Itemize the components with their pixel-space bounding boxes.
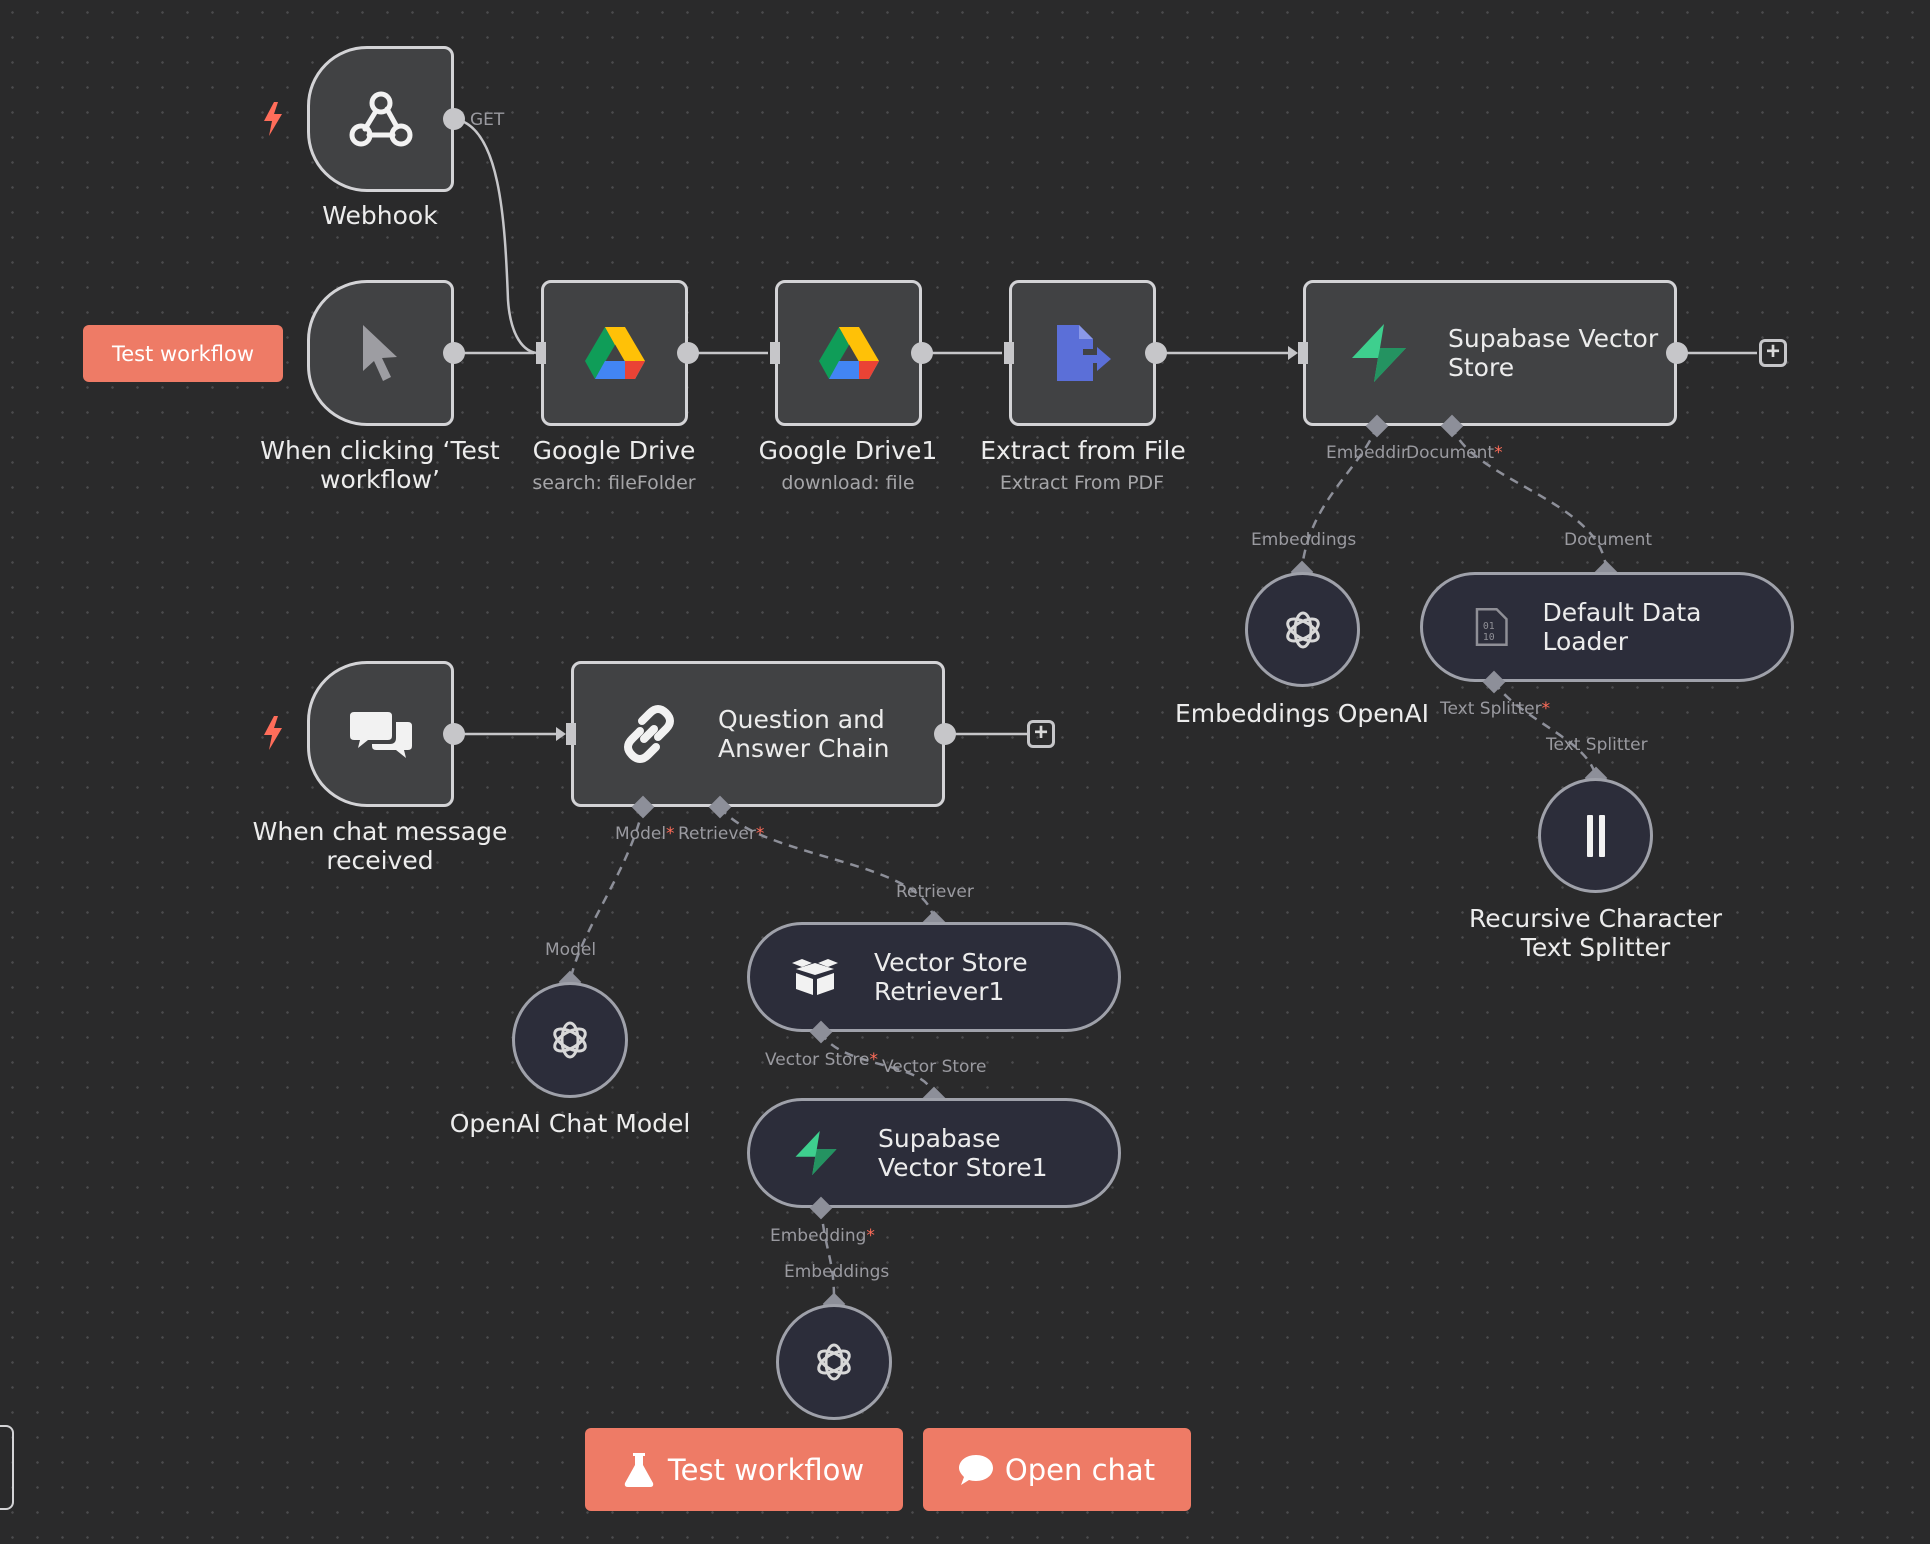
supabase-icon bbox=[795, 1131, 837, 1175]
openai-icon bbox=[817, 1343, 851, 1381]
add-node-plus-icon[interactable]: + bbox=[1759, 339, 1787, 367]
openai-icon bbox=[553, 1021, 587, 1059]
google-drive-icon bbox=[818, 327, 879, 379]
webhook-icon bbox=[349, 91, 412, 147]
trigger-bolt-icon bbox=[264, 102, 282, 136]
emb2-input-port-label: Embeddings bbox=[784, 1262, 890, 1282]
embeddings-openai-node[interactable] bbox=[1245, 572, 1360, 687]
extract-from-file-input-port[interactable] bbox=[1004, 342, 1014, 364]
extract-from-file-title: Extract from File bbox=[980, 436, 1186, 465]
default-data-loader-node[interactable]: 01 10 Default Data Loader bbox=[1420, 572, 1794, 682]
open-chat-button[interactable]: Open chat bbox=[923, 1428, 1191, 1511]
link-icon bbox=[624, 705, 674, 763]
supabase-embedding-port-label: Embeddir bbox=[1326, 443, 1408, 463]
qa-chain-input-port[interactable] bbox=[566, 723, 576, 745]
splitter-input-port-label: Text Splitter bbox=[1546, 735, 1648, 755]
trigger-bolt-icon bbox=[264, 716, 282, 750]
openai-icon bbox=[1285, 611, 1320, 648]
qa-chain-title: Question and Answer Chain bbox=[718, 705, 890, 763]
add-node-plus-icon[interactable]: + bbox=[1027, 720, 1055, 748]
flask-icon bbox=[624, 1452, 654, 1487]
extract-file-icon bbox=[1056, 325, 1111, 381]
embeddings-openai-title: Embeddings OpenAI bbox=[1174, 699, 1430, 728]
cursor-icon bbox=[362, 325, 397, 381]
collapsed-panel-edge[interactable] bbox=[0, 1425, 14, 1510]
chat-icon bbox=[958, 1454, 993, 1485]
qa-chain-output-port[interactable] bbox=[934, 723, 956, 745]
supabase-vector-store-input-port[interactable] bbox=[1298, 342, 1308, 364]
embeddings-input-port-label: Embeddings bbox=[1251, 530, 1357, 550]
chat-bubbles-icon bbox=[349, 712, 412, 758]
splitter-icon bbox=[1586, 814, 1605, 857]
extract-from-file-subtitle: Extract From PDF bbox=[999, 472, 1165, 494]
vector-store-retriever-node[interactable]: Vector Store Retriever1 bbox=[747, 922, 1121, 1032]
google-drive-node[interactable] bbox=[541, 280, 688, 426]
edge-splitter-to-loader bbox=[1492, 681, 1598, 779]
openai-chat-model-node[interactable] bbox=[512, 982, 628, 1098]
google-drive1-input-port[interactable] bbox=[770, 342, 780, 364]
supabase-vector-store1-title: Supabase Vector Store1 bbox=[878, 1124, 1048, 1182]
qa-model-port-label: Model* bbox=[615, 824, 675, 844]
supabase-vector-store-output-port[interactable] bbox=[1666, 342, 1688, 364]
supabase-document-port-label: Document* bbox=[1406, 443, 1503, 463]
loader-splitter-port-label: Text Splitter* bbox=[1440, 699, 1551, 719]
data-loader-icon: 01 10 bbox=[1475, 608, 1508, 646]
supabase-vector-store1-node[interactable]: Supabase Vector Store1 bbox=[747, 1098, 1121, 1208]
model-input-port-label: Model bbox=[545, 940, 597, 960]
vector-store-retriever-title: Vector Store Retriever1 bbox=[874, 948, 1028, 1006]
supabase-vector-store-node[interactable]: Supabase Vector Store bbox=[1303, 280, 1677, 426]
qa-chain-node[interactable]: Question and Answer Chain bbox=[571, 661, 945, 807]
recursive-text-splitter-node[interactable] bbox=[1538, 778, 1653, 893]
test-workflow-button-small[interactable]: Test workflow bbox=[83, 325, 283, 382]
test-workflow-button[interactable]: Test workflow bbox=[585, 1428, 903, 1511]
google-drive-title: Google Drive bbox=[532, 436, 696, 465]
embeddings-openai2-node[interactable] bbox=[776, 1304, 892, 1420]
google-drive1-output-port[interactable] bbox=[911, 342, 933, 364]
google-drive1-subtitle: download: file bbox=[781, 472, 915, 494]
test-workflow-small-label: Test workflow bbox=[111, 341, 255, 366]
webhook-output-port[interactable] bbox=[443, 108, 465, 130]
open-chat-label: Open chat bbox=[1004, 1452, 1156, 1487]
box-icon bbox=[792, 959, 838, 995]
manual-trigger-node[interactable] bbox=[307, 280, 454, 426]
chat-trigger-title: When chat message received bbox=[252, 817, 508, 875]
extract-from-file-node[interactable] bbox=[1009, 280, 1156, 426]
manual-trigger-title: When clicking ‘Test workflow’ bbox=[260, 436, 500, 494]
google-drive1-title: Google Drive1 bbox=[758, 436, 938, 465]
edge-webhook-to-drive bbox=[453, 117, 537, 355]
google-drive-input-port[interactable] bbox=[536, 342, 546, 364]
svg-text:10: 10 bbox=[1483, 632, 1495, 643]
svg-text:01: 01 bbox=[1483, 621, 1495, 632]
manual-trigger-output-port[interactable] bbox=[443, 342, 465, 364]
retriever-vs-port-label: Vector Store* bbox=[765, 1050, 879, 1070]
document-input-port-label: Document bbox=[1564, 530, 1653, 550]
recursive-text-splitter-title: Recursive Character Text Splitter bbox=[1468, 904, 1722, 962]
vs-input-port-label: Vector Store bbox=[882, 1057, 987, 1077]
openai-chat-model-title: OpenAI Chat Model bbox=[449, 1109, 691, 1138]
chat-trigger-output-port[interactable] bbox=[443, 723, 465, 745]
retriever-input-port-label: Retriever bbox=[896, 882, 974, 902]
google-drive-output-port[interactable] bbox=[677, 342, 699, 364]
edge-emb2-to-vs1 bbox=[819, 1207, 836, 1299]
qa-retriever-port-label: Retriever* bbox=[678, 824, 765, 844]
supabase-icon bbox=[1352, 324, 1406, 382]
webhook-node[interactable] bbox=[307, 46, 454, 192]
google-drive-subtitle: search: fileFolder bbox=[532, 472, 696, 494]
webhook-port-label: GET bbox=[470, 110, 505, 130]
google-drive-icon bbox=[584, 327, 645, 379]
svs1-embedding-port-label: Embedding* bbox=[770, 1226, 875, 1246]
extract-from-file-output-port[interactable] bbox=[1145, 342, 1167, 364]
google-drive1-node[interactable] bbox=[775, 280, 922, 426]
chat-trigger-node[interactable] bbox=[307, 661, 454, 807]
webhook-title: Webhook bbox=[322, 201, 438, 230]
supabase-vector-store-title: Supabase Vector Store bbox=[1448, 324, 1659, 382]
default-data-loader-title: Default Data Loader bbox=[1542, 598, 1702, 656]
test-workflow-label: Test workflow bbox=[667, 1452, 865, 1487]
